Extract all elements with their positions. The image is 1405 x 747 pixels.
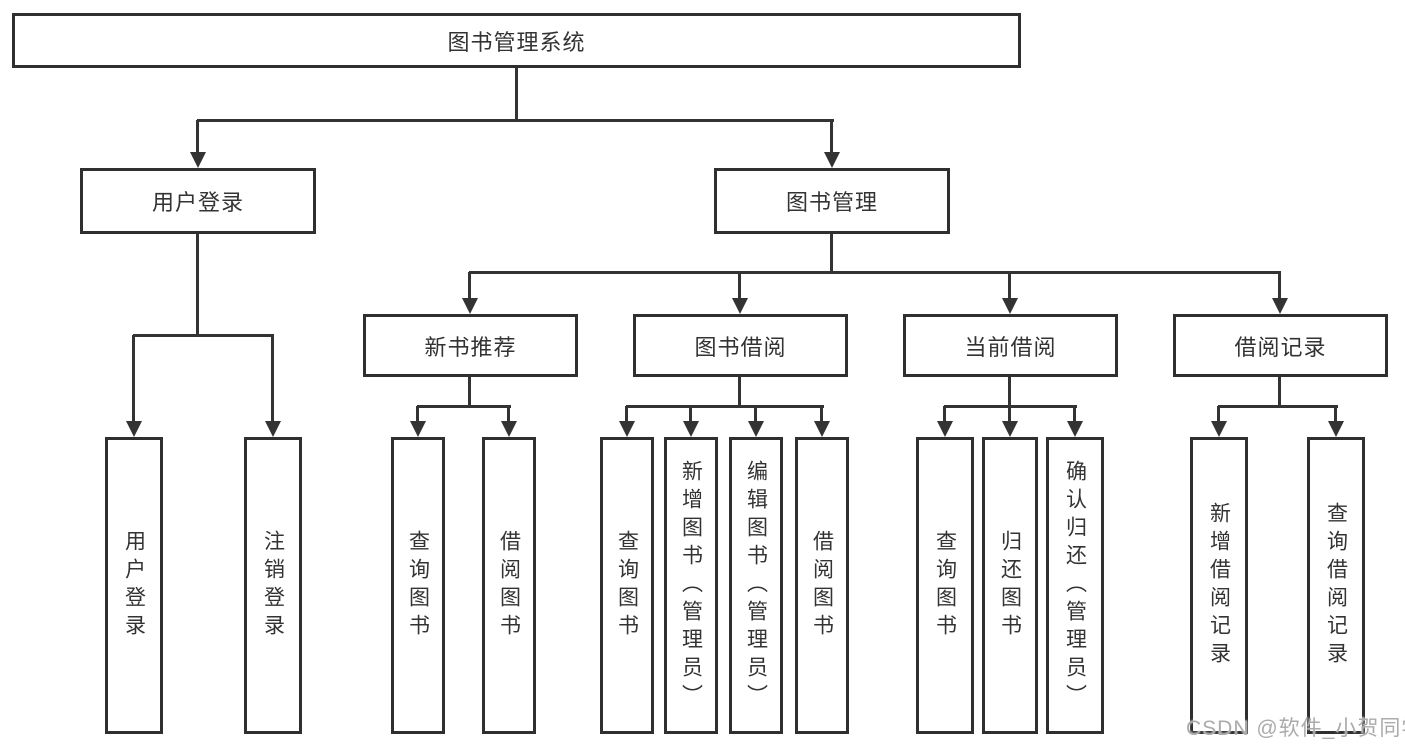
connector-to-current-borrowing: [1008, 272, 1011, 298]
arrow-s2-leaf2: [683, 421, 699, 437]
connector-section4-stub: [1278, 377, 1281, 406]
connector-to-new-book-recommend: [468, 272, 471, 298]
node-current-borrowing: 当前借阅: [903, 314, 1118, 377]
connector-s3-leaf2: [1008, 406, 1011, 423]
arrow-s2-leaf4: [814, 421, 830, 437]
connector-to-book-management: [830, 120, 833, 154]
leaf-edit-books-admin: 编辑图书（管理员）: [729, 437, 783, 734]
arrow-to-book-management: [824, 152, 840, 168]
node-book-management: 图书管理: [714, 168, 950, 234]
arrow-s3-leaf2: [1002, 421, 1018, 437]
arrow-s1-leaf1: [410, 421, 426, 437]
arrow-s2-leaf1: [619, 421, 635, 437]
connector-section2-stub: [738, 377, 741, 406]
leaf-add-books-admin: 新增图书（管理员）: [664, 437, 718, 734]
arrow-to-current-borrowing: [1002, 298, 1018, 314]
node-borrowing-records: 借阅记录: [1173, 314, 1388, 377]
arrow-to-leaf-user-login: [126, 421, 142, 437]
connector-root-stub: [515, 68, 518, 120]
arrow-s2-leaf3: [748, 421, 764, 437]
node-library-management-system: 图书管理系统: [12, 13, 1021, 68]
leaf-recommend-query-books: 查询图书: [391, 437, 445, 734]
node-user-login: 用户登录: [80, 168, 316, 234]
arrow-to-borrowing-records: [1272, 298, 1288, 314]
connector-book-management-stub: [830, 234, 833, 272]
connector-s4-leaf2: [1334, 406, 1337, 423]
connector-level3-branch: [469, 271, 1281, 274]
leaf-user-login: 用户登录: [105, 437, 163, 734]
leaf-recommend-borrow-books: 借阅图书: [482, 437, 536, 734]
connector-section3-stub: [1008, 377, 1011, 406]
leaf-current-query-books: 查询图书: [916, 437, 974, 734]
arrow-to-new-book-recommend: [462, 298, 478, 314]
connector-user-login-branch: [133, 334, 274, 337]
node-new-book-recommend: 新书推荐: [363, 314, 578, 377]
connector-s2-leaf4: [820, 406, 823, 423]
connector-s3-leaf1: [943, 406, 946, 423]
leaf-logout: 注销登录: [244, 437, 302, 734]
connector-user-login-stub: [196, 234, 199, 335]
watermark: CSDN @软件_小贺同学: [1186, 717, 1405, 740]
arrow-s4-leaf1: [1211, 421, 1227, 437]
connector-s2-leaf1: [625, 406, 628, 423]
connector-section2-branch: [626, 405, 824, 408]
leaf-borrowing-borrow-books: 借阅图书: [795, 437, 849, 734]
leaf-add-borrow-record: 新增借阅记录: [1190, 437, 1248, 734]
connector-section4-branch: [1218, 405, 1338, 408]
arrow-s1-leaf2: [501, 421, 517, 437]
connector-to-book-borrowing: [738, 272, 741, 298]
connector-s2-leaf3: [754, 406, 757, 423]
connector-to-user-login: [196, 120, 199, 154]
leaf-return-books: 归还图书: [982, 437, 1038, 734]
connector-s4-leaf1: [1217, 406, 1220, 423]
connector-s1-leaf2: [507, 406, 510, 423]
connector-to-borrowing-records: [1278, 272, 1281, 298]
connector-s3-leaf3: [1073, 406, 1076, 423]
arrow-to-user-login: [190, 152, 206, 168]
arrow-s3-leaf3: [1067, 421, 1083, 437]
leaf-borrowing-query-books: 查询图书: [600, 437, 654, 734]
connector-to-leaf-user-login: [132, 335, 135, 421]
arrow-to-leaf-logout: [265, 421, 281, 437]
connector-s1-leaf1: [416, 406, 419, 423]
connector-to-leaf-logout: [271, 335, 274, 421]
leaf-confirm-return-admin: 确认归还（管理员）: [1046, 437, 1104, 734]
leaf-query-borrow-record: 查询借阅记录: [1307, 437, 1365, 734]
arrow-s4-leaf2: [1328, 421, 1344, 437]
connector-section1-stub: [468, 377, 471, 406]
arrow-to-book-borrowing: [732, 298, 748, 314]
connector-section1-branch: [417, 405, 511, 408]
node-book-borrowing: 图书借阅: [633, 314, 848, 377]
connector-s2-leaf2: [689, 406, 692, 423]
connector-level2-branch: [197, 119, 834, 122]
arrow-s3-leaf1: [937, 421, 953, 437]
